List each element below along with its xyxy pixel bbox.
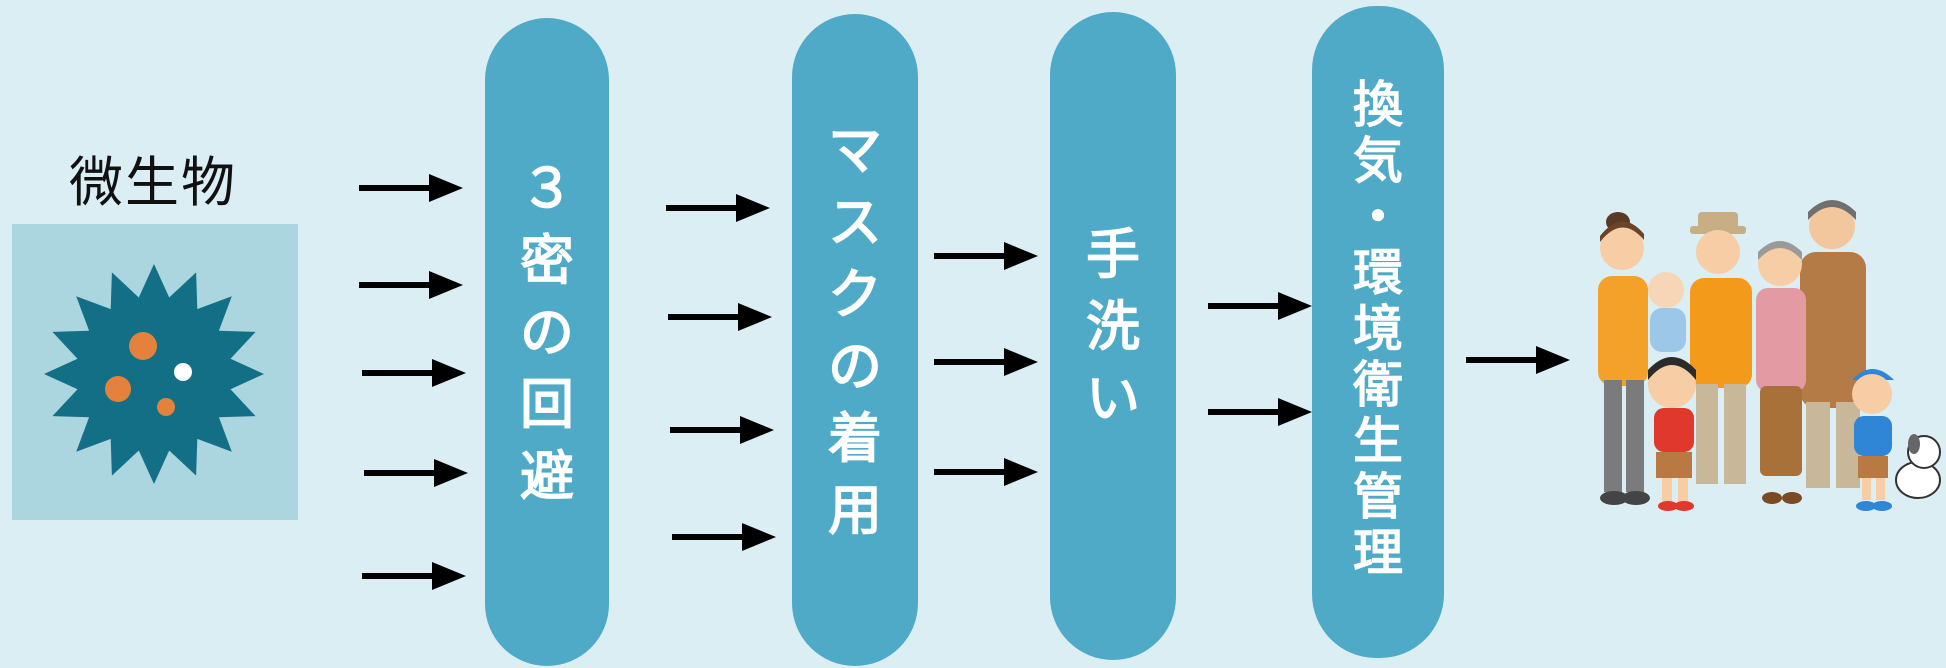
microbe-icon: [44, 264, 264, 484]
barrier-label-char: 衛: [1353, 356, 1403, 414]
father-figure: [1800, 200, 1866, 488]
barrier-label-char: 着: [828, 407, 882, 470]
barrier-label: 手洗い: [1086, 228, 1140, 444]
arrow-icon: [668, 303, 772, 331]
arrow-icon: [359, 271, 463, 299]
barrier-label-char: の: [520, 301, 574, 364]
arrow-icon: [1208, 292, 1312, 320]
barrier-label-char: 換: [1353, 76, 1403, 134]
arrow-icon: [934, 458, 1038, 486]
barrier-label-char: 密: [520, 229, 574, 292]
barrier-label-char: 用: [828, 479, 882, 542]
barrier-label-char: 環: [1353, 244, 1403, 302]
barrier-label: マスクの着用: [828, 124, 882, 556]
arrow-icon: [934, 348, 1038, 376]
barrier-label-char: 管: [1353, 468, 1403, 526]
barrier-label: 換気・環境衛生管理: [1353, 80, 1403, 584]
barrier-label-char: ク: [828, 263, 882, 326]
barrier-label-char: の: [828, 335, 882, 398]
microbe-panel: [12, 224, 298, 520]
microbe-spot: [157, 398, 175, 416]
arrow-icon: [670, 416, 774, 444]
microbe-spot: [174, 363, 192, 381]
grandfather-figure: [1690, 212, 1752, 484]
arrow-icon: [934, 242, 1038, 270]
barrier-label-char: 洗: [1086, 295, 1140, 358]
arrow-icon: [666, 194, 770, 222]
arrow-icon: [1466, 346, 1570, 374]
barrier-pill-ventilation: 換気・環境衛生管理: [1312, 6, 1444, 658]
barrier-label-char: ３: [520, 157, 574, 220]
barrier-label-char: ス: [828, 191, 882, 254]
barrier-label-char: 回: [520, 373, 574, 436]
barrier-label-char: ・: [1353, 188, 1403, 246]
family-illustration: [1598, 200, 1941, 511]
girl-figure: [1648, 357, 1696, 511]
grandmother-figure: [1756, 241, 1806, 504]
dog-figure: [1895, 434, 1941, 499]
microbe-spot: [129, 332, 157, 360]
microbe-body: [44, 264, 264, 484]
barrier-label-char: 生: [1353, 412, 1403, 470]
arrow-icon: [1208, 398, 1312, 426]
barrier-label-char: 境: [1353, 300, 1403, 358]
microbe-label: 微生物: [69, 151, 237, 214]
arrow-icon: [362, 562, 466, 590]
barrier-pill-mask: マスクの着用: [792, 14, 918, 666]
barrier-label-char: 理: [1353, 524, 1403, 582]
barrier-label-char: 手: [1086, 223, 1140, 286]
barrier-pill-handwash: 手洗い: [1050, 12, 1176, 660]
arrow-icon: [362, 359, 466, 387]
arrow-icon: [359, 174, 463, 202]
mother-figure: [1598, 212, 1686, 505]
arrow-icon: [364, 459, 468, 487]
barrier-pill-avoid-3c: ３ 密の回避: [485, 18, 609, 666]
barrier-label-char: マ: [828, 119, 882, 182]
boy-figure: [1852, 369, 1894, 511]
microbe-spot: [105, 376, 131, 402]
barrier-label-char: 気: [1353, 132, 1403, 190]
barrier-label-char: 避: [520, 445, 574, 508]
arrow-icon: [672, 523, 776, 551]
barrier-label-char: い: [1086, 367, 1140, 430]
